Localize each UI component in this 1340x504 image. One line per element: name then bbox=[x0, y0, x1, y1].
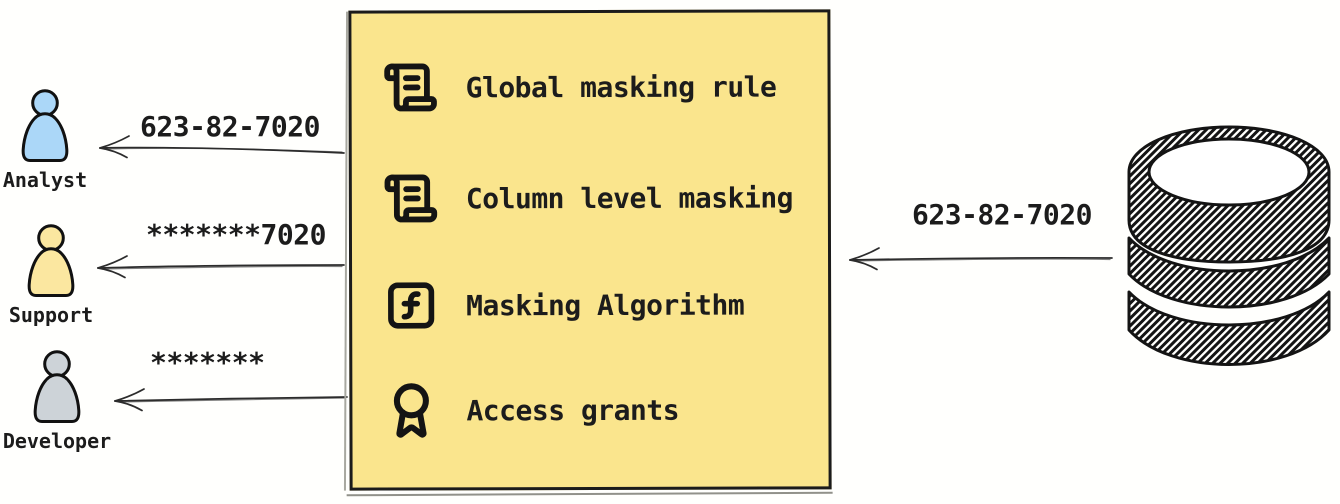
db-middle-band bbox=[1127, 236, 1331, 309]
rule-label: Access grants bbox=[466, 393, 680, 427]
persona-support-label: Support bbox=[8, 303, 94, 327]
db-bottom-band bbox=[1127, 290, 1331, 366]
rule-column-masking: Column level masking bbox=[382, 167, 793, 228]
person-body bbox=[21, 112, 69, 162]
scroll-text-icon bbox=[382, 170, 440, 226]
persona-analyst-label: Analyst bbox=[2, 168, 88, 192]
person-icon bbox=[21, 89, 69, 162]
persona-support: Support bbox=[0, 223, 111, 327]
rule-masking-algorithm: Masking Algorithm bbox=[382, 275, 744, 336]
rule-label: Global masking rule bbox=[465, 70, 777, 104]
support-received-value: *******7020 bbox=[146, 218, 326, 251]
masking-rules-box: Global masking rule Column level masking… bbox=[348, 9, 832, 491]
person-head bbox=[31, 89, 59, 117]
person-body bbox=[33, 373, 81, 423]
persona-developer: Developer bbox=[0, 349, 117, 453]
rule-label: Column level masking bbox=[465, 180, 794, 215]
person-icon bbox=[27, 224, 75, 297]
person-head bbox=[37, 224, 65, 252]
rule-label: Masking Algorithm bbox=[466, 288, 745, 322]
database-icon bbox=[1127, 125, 1331, 366]
scroll-text-icon bbox=[382, 59, 440, 115]
developer-received-value: ******* bbox=[150, 346, 265, 379]
db-opening bbox=[1147, 137, 1311, 207]
function-square-icon bbox=[382, 278, 440, 332]
database-outgoing-value: 623-82-7020 bbox=[912, 198, 1092, 231]
arrow-to-support bbox=[97, 255, 345, 279]
rule-access-grants: Access grants bbox=[382, 380, 679, 441]
person-icon bbox=[33, 350, 81, 423]
arrow-db-to-box bbox=[849, 247, 1113, 271]
arrow-to-analyst bbox=[99, 135, 345, 159]
arrow-to-developer bbox=[114, 388, 348, 412]
person-body bbox=[27, 247, 75, 297]
analyst-received-value: 623-82-7020 bbox=[140, 110, 320, 143]
person-head bbox=[43, 350, 71, 378]
rule-global-masking: Global masking rule bbox=[381, 57, 776, 118]
award-icon bbox=[382, 381, 440, 439]
persona-analyst: Analyst bbox=[0, 88, 105, 192]
persona-developer-label: Developer bbox=[2, 429, 112, 453]
